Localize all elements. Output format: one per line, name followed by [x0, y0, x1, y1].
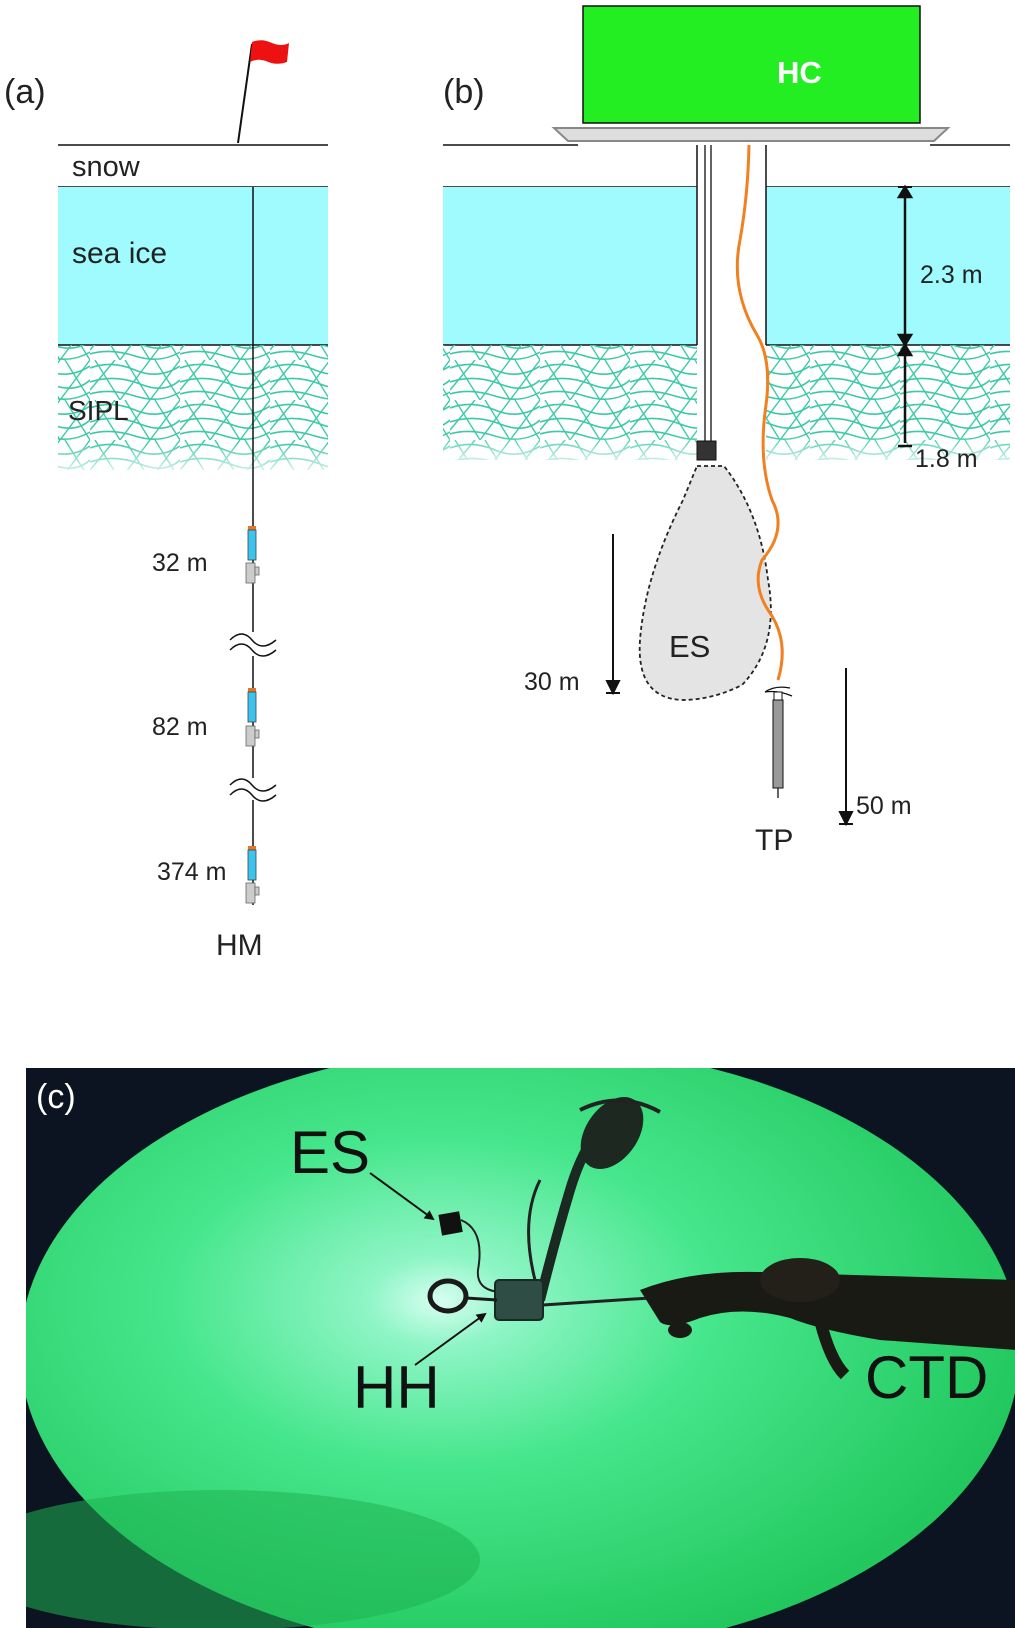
photo-sounder-label: ES	[290, 1119, 370, 1186]
flag-icon	[237, 40, 289, 144]
sea-ice-left	[443, 187, 697, 345]
photo-hydrophone-label: HH	[353, 1354, 440, 1421]
sea-ice-right	[766, 187, 1010, 345]
sounder-beam	[638, 465, 772, 701]
panel-b: (b) HC 2.3 m	[443, 5, 1010, 857]
instrument-82m	[245, 688, 260, 747]
thermistor-profiler	[764, 686, 793, 798]
photo-hydrophone-arrow	[414, 1312, 487, 1366]
panel-a-label: (a)	[4, 73, 46, 111]
line-break-1	[229, 633, 277, 657]
depth-label-82m: 82 m	[152, 713, 208, 741]
hut-container	[582, 5, 921, 124]
sounder-depth-arrow	[605, 534, 621, 696]
ctd-rope	[542, 1258, 1015, 1380]
ice-thickness-dimension	[896, 184, 914, 348]
depth-label-32m: 32 m	[152, 549, 208, 577]
sea-ice-label: sea ice	[72, 237, 167, 270]
cable-bundle	[527, 1096, 661, 1302]
panel-a: (a) snow sea ice SIPL	[4, 40, 328, 962]
instrument-374m	[245, 846, 260, 904]
panel-c-label: (c)	[36, 1078, 76, 1116]
ice-thickness-label: 2.3 m	[920, 261, 983, 289]
borehole-view	[26, 1068, 1015, 1628]
sipl-thickness-label: 1.8 m	[915, 445, 978, 473]
hut-skid	[551, 127, 951, 142]
photo-hydrophone	[494, 1279, 544, 1321]
snow-label: snow	[72, 151, 141, 183]
sea-ice-layer	[58, 187, 328, 345]
depth-label-374m: 374 m	[157, 858, 226, 886]
sounder-label: ES	[669, 629, 710, 664]
panel-b-label: (b)	[443, 73, 485, 111]
mooring-label: HM	[216, 929, 263, 962]
hut-label: HC	[777, 55, 822, 90]
profiler-depth-label: 50 m	[856, 792, 912, 820]
line-break-2	[229, 778, 277, 802]
photo-ctd-label: CTD	[865, 1344, 988, 1411]
photo-echo-sounder	[438, 1211, 463, 1236]
sipl-thickness-dimension	[896, 342, 914, 448]
instrument-32m	[245, 526, 260, 584]
sipl-label: SIPL	[68, 395, 129, 426]
profiler-depth-arrow	[838, 668, 854, 827]
echo-sounder	[696, 440, 717, 461]
photo-sounder-arrow	[369, 1172, 435, 1221]
panel-c-photo: (c) ES HH CTD	[26, 1068, 1015, 1628]
profiler-label: TP	[755, 824, 793, 857]
profiler-cable	[735, 144, 784, 681]
sounder-depth-label: 30 m	[524, 668, 580, 696]
